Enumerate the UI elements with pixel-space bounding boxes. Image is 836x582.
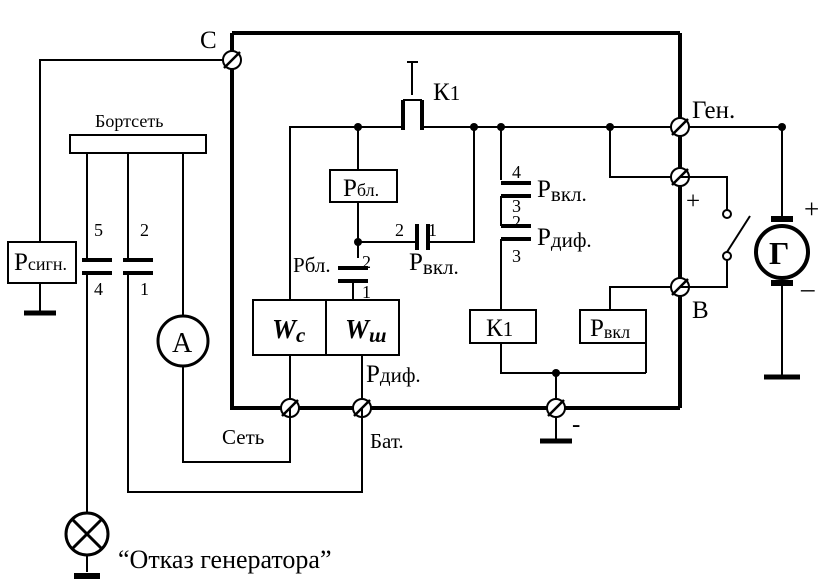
relay-rsign-label: Рсигн. — [14, 249, 67, 276]
terminal-bat-label: Бат. — [370, 429, 404, 453]
winding-wc: Wc — [272, 314, 306, 347]
svg-text:3: 3 — [512, 246, 521, 266]
terminal-b-label: B — [692, 297, 709, 324]
bortset-bus: Бортсеть — [69, 111, 207, 154]
relay-rbl-coil-label: Рбл. — [343, 175, 379, 202]
svg-text:1: 1 — [140, 279, 149, 299]
relay-rvkl-series-label: Рвкл. — [537, 176, 587, 206]
relay-rdif-windings: Wc Wш Рдиф. — [252, 299, 421, 408]
svg-text:3: 3 — [512, 196, 521, 216]
svg-text:2: 2 — [512, 212, 521, 232]
relay-rdif-winding-label: Рдиф. — [366, 361, 421, 388]
svg-text:1: 1 — [362, 282, 371, 302]
relay-contacts-series: 4 3 2 3 Рвкл. Рдиф. — [500, 127, 592, 310]
relay-rvkl-contact-21: 2 1 Рвкл. — [358, 127, 475, 279]
relay-rsign: Рсигн. — [7, 241, 77, 316]
contactor-k1-coil-label: К1 — [486, 315, 513, 342]
bortset-label: Бортсеть — [95, 111, 163, 131]
contactor-k1-label: К1 — [433, 79, 460, 106]
relay-rdif-series-label: Рдиф. — [537, 224, 592, 252]
terminal-plus-label: + — [686, 188, 700, 215]
relay-rvkl-coil-label: Рвкл — [590, 315, 630, 342]
svg-text:2: 2 — [362, 252, 371, 272]
failure-lamp: “Отказ генератора” — [64, 511, 332, 579]
ground-minus-label: - — [572, 411, 580, 438]
svg-text:2: 2 — [140, 220, 149, 240]
svg-text:1: 1 — [428, 220, 437, 240]
terminal-c: C — [39, 27, 242, 242]
generator-minus: – — [800, 273, 815, 303]
contactor-k1: К1 — [401, 61, 460, 130]
svg-text:2: 2 — [395, 220, 404, 240]
generator: Г + – — [754, 127, 819, 380]
relay-rvkl-contact-label: Рвкл. — [409, 249, 459, 279]
terminal-gen-label: Ген. — [692, 97, 735, 124]
winding-wsh: Wш — [345, 314, 387, 347]
terminal-c-label: C — [200, 27, 217, 54]
ammeter-label: A — [172, 328, 193, 359]
generator-terminals: Ген. + B — [609, 97, 751, 324]
main-frame — [230, 31, 682, 410]
generator-plus: + — [804, 194, 819, 224]
contactor-k1-coil: К1 — [469, 309, 646, 377]
relay-rbl-coil: Рбл. — [329, 127, 398, 258]
relay-rbl-contact-label: Рбл. — [293, 253, 331, 277]
generator-symbol: Г — [769, 235, 789, 271]
svg-text:4: 4 — [512, 162, 521, 182]
relay-rvkl-coil: Рвкл — [579, 286, 680, 373]
bottom-terminals: Сеть Бат. - — [222, 373, 580, 453]
svg-text:4: 4 — [94, 279, 103, 299]
relay-rbl-contact-21: 2 1 Рбл. — [293, 252, 371, 302]
ammeter: A — [156, 153, 291, 463]
svg-text:5: 5 — [94, 220, 103, 240]
lamp-caption: “Отказ генератора” — [118, 545, 332, 574]
terminal-set-label: Сеть — [222, 425, 264, 449]
relay-rsign-contacts: 5 4 2 1 — [82, 153, 363, 512]
